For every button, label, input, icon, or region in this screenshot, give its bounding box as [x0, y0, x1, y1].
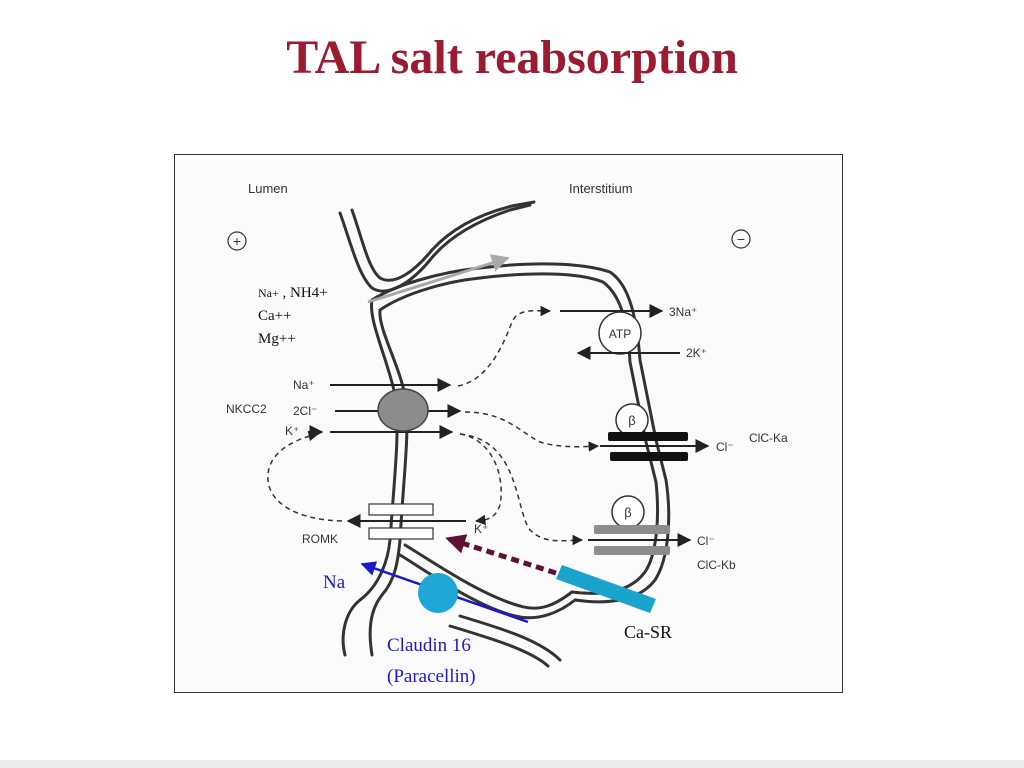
dashed-ion-paths	[267, 305, 600, 546]
interstitium-label: Interstitium	[569, 181, 633, 196]
claudin-label-line-1: Claudin 16	[387, 635, 471, 656]
svg-text:−: −	[737, 231, 745, 247]
atpase-in-label: 2K⁺	[686, 346, 707, 360]
na-k-atpase: 3Na⁺ ATP 2K⁺	[560, 304, 707, 360]
casr-inhibition-arrow	[445, 534, 557, 576]
clc-kb-ion-label: Cl⁻	[697, 534, 715, 548]
clc-kb-channel: β Cl⁻ ClC-Kb	[588, 495, 736, 572]
romk-label: ROMK	[302, 532, 338, 546]
atpase-out-label: 3Na⁺	[669, 305, 697, 319]
na-paracellular-label: Na	[323, 572, 346, 593]
interstitium-negative-charge-icon: −	[731, 229, 751, 249]
clc-kb-label: ClC-Kb	[697, 558, 736, 572]
casr-label: Ca-SR	[624, 622, 672, 642]
paracellular-reabsorption-arrow	[367, 254, 510, 304]
cations-line-2: Ca++	[258, 308, 292, 324]
clc-ka-channel: β Cl⁻ ClC-Ka	[600, 403, 788, 461]
nkcc2-symbol	[377, 388, 429, 432]
slide-footer-bar	[0, 760, 1024, 768]
claudin-16-symbol	[418, 573, 458, 613]
nkcc2-na-label: Na⁺	[293, 378, 315, 392]
atpase-label: ATP	[609, 327, 631, 341]
nkcc2-label: NKCC2	[226, 402, 267, 416]
clc-ka-label: ClC-Ka	[749, 431, 788, 445]
cations-line-3: Mg++	[258, 331, 296, 347]
nkcc2-k-label: K⁺	[285, 424, 299, 438]
claudin-label-line-2: (Paracellin)	[387, 666, 476, 687]
romk-ion-label: K⁺	[474, 522, 488, 536]
lumen-positive-charge-icon: +	[227, 231, 247, 251]
slide-title: TAL salt reabsorption	[286, 31, 738, 84]
romk-channel: K⁺ ROMK	[302, 503, 488, 546]
lumen-label: Lumen	[248, 181, 288, 196]
nkcc2-transporter: NKCC2 Na⁺ 2Cl⁻ K⁺	[226, 378, 462, 439]
svg-text:+: +	[233, 233, 241, 249]
svg-text:β: β	[624, 505, 631, 520]
cations-line-1: Na+ , NH4+	[258, 285, 328, 301]
clc-ka-ion-label: Cl⁻	[716, 440, 734, 454]
casr-receptor-symbol	[556, 565, 656, 613]
nkcc2-cl-label: 2Cl⁻	[293, 404, 317, 418]
svg-text:β: β	[628, 413, 635, 428]
